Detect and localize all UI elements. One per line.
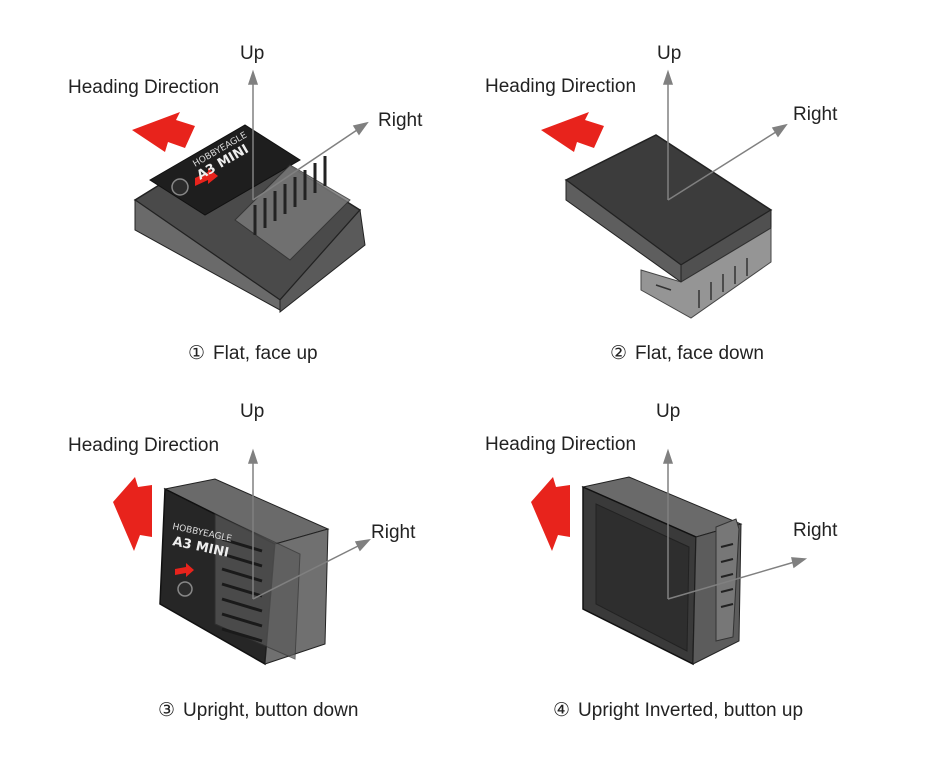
axis-lines xyxy=(247,69,369,201)
caption-number: ④ xyxy=(553,700,571,721)
heading-direction-arrow xyxy=(132,112,195,152)
heading-direction-arrow xyxy=(113,477,152,551)
receiver-device: HOBBYEAGLE A3 MINI xyxy=(133,124,366,314)
right-axis-line xyxy=(667,129,780,201)
right-axis-line xyxy=(252,127,361,201)
up-label: Up xyxy=(656,401,681,422)
receiver-device xyxy=(581,476,743,666)
up-axis-arrowhead xyxy=(247,69,259,85)
caption-text: Upright, button down xyxy=(183,700,359,721)
axis-lines xyxy=(662,448,808,600)
up-label: Up xyxy=(240,43,265,64)
heading-direction-label: Heading Direction xyxy=(485,434,637,455)
panel-caption: ① Flat, face up xyxy=(188,342,318,365)
panel-caption: ② Flat, face down xyxy=(610,342,764,365)
panel-flat-face-up: HOBBYEAGLE A3 MINI Up Heading Direction … xyxy=(0,0,471,379)
panel-flat-face-down: Up Heading Direction Right ② Flat, face d… xyxy=(471,0,942,379)
right-label: Right xyxy=(793,520,838,541)
device-illustration xyxy=(531,448,808,666)
right-label: Right xyxy=(378,110,423,131)
right-label: Right xyxy=(793,104,838,125)
panel-upright-inverted-button-up: Up Heading Direction Right ④ Upright Inve… xyxy=(471,379,942,758)
up-axis-arrowhead xyxy=(662,448,674,464)
up-label: Up xyxy=(240,401,265,422)
caption-text: Flat, face up xyxy=(213,343,318,364)
caption-number: ② xyxy=(610,343,628,364)
panel-upright-button-down: HOBBYEAGLE A3 MINI Up Heading Direction … xyxy=(0,379,471,758)
caption-number: ③ xyxy=(158,700,176,721)
axis-lines xyxy=(662,69,788,201)
receiver-device: HOBBYEAGLE A3 MINI xyxy=(159,478,330,666)
device-illustration xyxy=(541,69,788,319)
up-axis-arrowhead xyxy=(247,448,259,464)
device-illustration: HOBBYEAGLE A3 MINI xyxy=(113,448,371,666)
heading-direction-arrow xyxy=(531,477,570,551)
heading-direction-arrow xyxy=(541,112,604,152)
heading-direction-label: Heading Direction xyxy=(68,77,220,98)
right-axis-arrowhead xyxy=(791,557,808,569)
right-label: Right xyxy=(371,522,416,543)
right-axis-line xyxy=(667,560,799,600)
axis-lines xyxy=(247,448,371,600)
heading-direction-label: Heading Direction xyxy=(68,435,220,456)
up-label: Up xyxy=(657,43,682,64)
caption-text: Upright Inverted, button up xyxy=(578,700,804,721)
panel-caption: ③ Upright, button down xyxy=(158,699,358,722)
caption-number: ① xyxy=(188,343,206,364)
device-illustration: HOBBYEAGLE A3 MINI xyxy=(132,69,369,314)
up-axis-arrowhead xyxy=(662,69,674,85)
right-axis-arrowhead xyxy=(771,123,788,138)
caption-text: Flat, face down xyxy=(635,343,764,364)
right-axis-arrowhead xyxy=(354,538,371,552)
panel-caption: ④ Upright Inverted, button up xyxy=(553,699,803,722)
right-axis-arrowhead xyxy=(352,121,369,136)
right-axis-line xyxy=(252,543,363,600)
heading-direction-label: Heading Direction xyxy=(485,76,637,97)
